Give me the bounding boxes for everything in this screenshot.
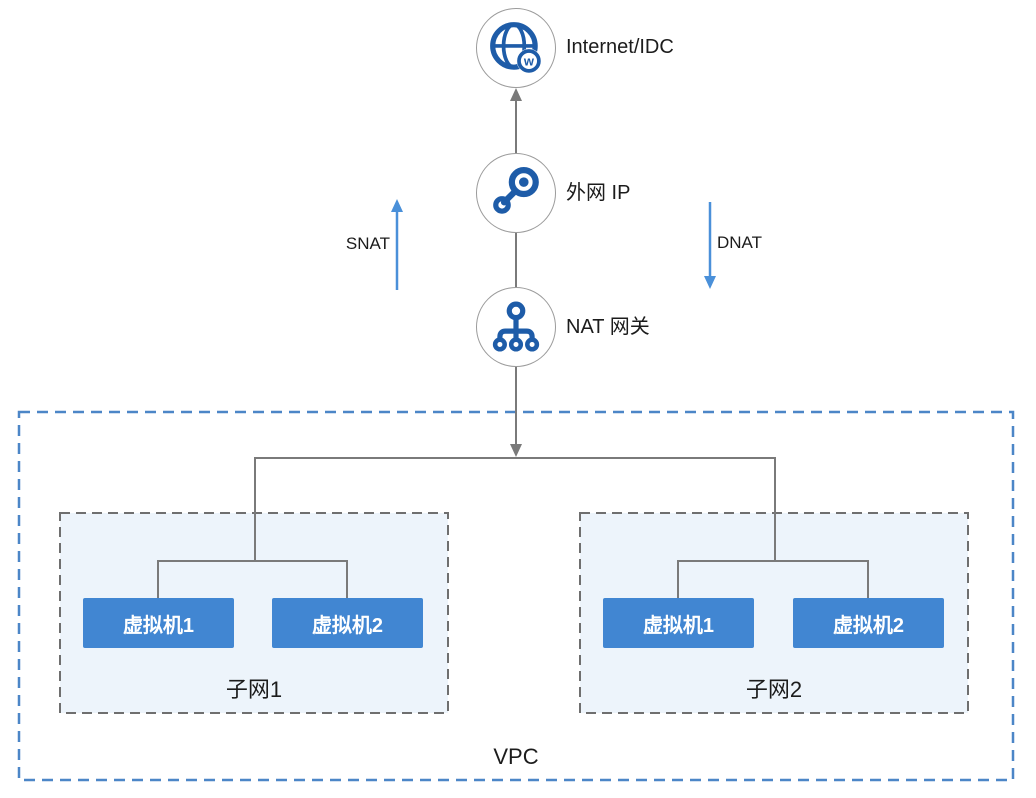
snat-arrow-up-icon: [391, 199, 403, 212]
arrow-down-to-vpc-icon: [510, 444, 522, 457]
vm-box-subnet2-vm2: 虚拟机2: [793, 598, 944, 648]
node-nat-gateway-label: NAT 网关: [566, 316, 650, 338]
globe-w-icon: w: [490, 22, 542, 74]
node-internet: w: [476, 8, 556, 88]
vpc-label: VPC: [493, 744, 539, 769]
node-external-ip-label: 外网 IP: [566, 182, 631, 204]
vm-label: 虚拟机1: [642, 614, 715, 637]
nat-gateway-tree-icon: [492, 301, 540, 352]
arrow-up-to-internet-icon: [510, 88, 522, 101]
vm-box-subnet1-vm2: 虚拟机2: [272, 598, 423, 648]
ip-link-icon: [493, 167, 539, 214]
dnat-label: DNAT: [717, 233, 763, 252]
node-nat-gateway: [476, 287, 556, 367]
connector-lines: [157, 99, 869, 598]
connector-subnet1-branch: [157, 560, 348, 598]
connector-main-branch: [254, 457, 776, 561]
node-internet-label: Internet/IDC: [566, 36, 674, 58]
subnet-2-label: 子网2: [745, 677, 803, 702]
connector-subnet2-branch: [677, 560, 869, 598]
vm-label: 虚拟机2: [311, 614, 384, 637]
vm-box-subnet1-vm1: 虚拟机1: [83, 598, 234, 648]
node-external-ip: [476, 153, 556, 233]
svg-text:w: w: [523, 54, 535, 69]
subnet-1-label: 子网1: [225, 677, 283, 702]
vm-label: 虚拟机1: [122, 614, 195, 637]
vm-box-subnet2-vm1: 虚拟机1: [603, 598, 754, 648]
dnat-arrow-down-icon: [704, 276, 716, 289]
vm-label: 虚拟机2: [832, 614, 905, 637]
snat-label: SNAT: [345, 234, 390, 253]
